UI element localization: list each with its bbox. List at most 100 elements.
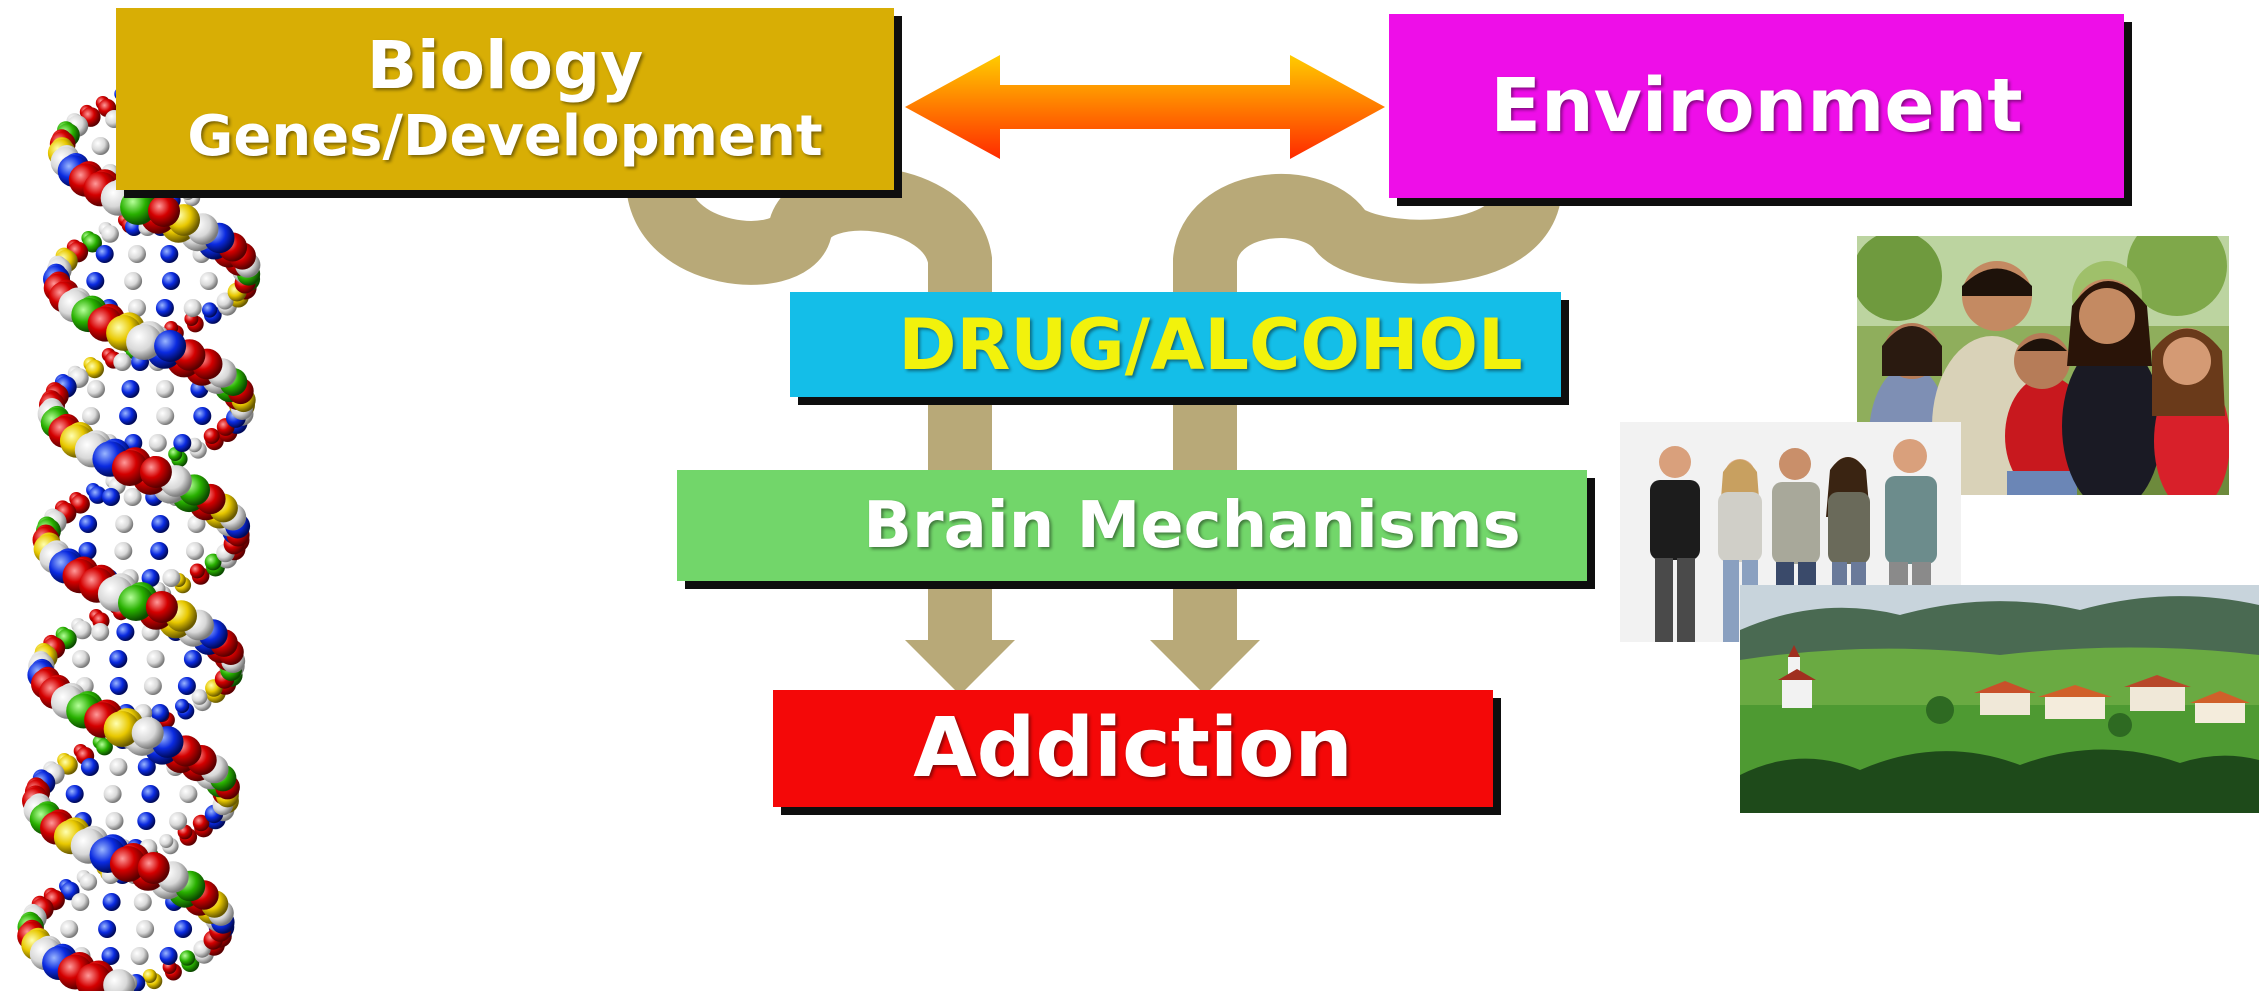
helix-atom bbox=[186, 542, 204, 560]
right-connector-curve bbox=[1173, 174, 1562, 660]
helix-atom bbox=[79, 515, 98, 533]
helix-atom bbox=[189, 563, 205, 579]
helix-atom bbox=[191, 689, 208, 705]
helix-atom bbox=[105, 812, 124, 830]
helix-atom bbox=[156, 407, 175, 425]
helix-atom bbox=[159, 834, 174, 848]
helix-atom bbox=[143, 677, 162, 695]
helix-atom bbox=[128, 299, 146, 317]
helix-atom bbox=[113, 353, 132, 371]
helix-atom bbox=[115, 515, 134, 533]
helix-atom bbox=[82, 407, 100, 425]
helix-atom bbox=[95, 245, 114, 263]
helix-atom bbox=[109, 677, 128, 695]
helix-atom bbox=[103, 969, 135, 991]
helix-atom bbox=[137, 758, 156, 776]
helix-atom bbox=[75, 963, 112, 991]
helix-atom bbox=[91, 137, 110, 155]
right-down-arrowhead bbox=[1150, 640, 1260, 695]
helix-atom bbox=[177, 677, 196, 695]
dna-helix-image bbox=[17, 80, 267, 991]
addiction-label: Addiction bbox=[913, 701, 1353, 796]
helix-atom bbox=[101, 947, 120, 965]
helix-atom bbox=[79, 873, 98, 891]
helix-atom bbox=[137, 812, 156, 830]
helix-atom bbox=[155, 299, 174, 317]
helix-atom bbox=[85, 359, 105, 379]
helix-atom bbox=[118, 585, 154, 621]
brain-mechanisms-label: Brain Mechanisms bbox=[863, 488, 1521, 563]
helix-atom bbox=[65, 785, 84, 803]
helix-atom bbox=[103, 785, 122, 803]
helix-atom bbox=[160, 245, 179, 263]
helix-atom bbox=[123, 488, 142, 506]
left-connector-curve bbox=[626, 166, 992, 660]
helix-atom bbox=[126, 324, 163, 360]
helix-atom bbox=[142, 969, 157, 983]
helix-atom bbox=[98, 920, 117, 938]
biology-title: Biology bbox=[366, 27, 644, 104]
helix-atom bbox=[102, 488, 120, 506]
helix-atom bbox=[192, 814, 210, 832]
helix-atom bbox=[156, 380, 174, 398]
helix-atom bbox=[78, 542, 97, 560]
helix-atom bbox=[154, 330, 187, 362]
helix-atom bbox=[130, 947, 149, 965]
brain-mechanisms-box: Brain Mechanisms bbox=[677, 470, 1587, 581]
helix-atom bbox=[133, 893, 152, 911]
helix-atom bbox=[80, 758, 99, 776]
helix-atom bbox=[109, 650, 128, 668]
helix-atom bbox=[111, 450, 148, 486]
helix-atom bbox=[151, 704, 169, 722]
helix-atom bbox=[137, 852, 170, 884]
helix-atom bbox=[173, 434, 192, 452]
helix-atom bbox=[151, 515, 170, 533]
helix-atom bbox=[83, 233, 102, 253]
helix-atom bbox=[162, 569, 181, 587]
helix-atom bbox=[159, 947, 178, 965]
environment-label: Environment bbox=[1490, 63, 2023, 149]
helix-atom bbox=[86, 272, 105, 290]
helix-atom bbox=[203, 428, 220, 444]
helix-atom bbox=[179, 950, 196, 966]
helix-atom bbox=[114, 542, 133, 560]
drug-alcohol-box: DRUG/ALCOHOL bbox=[790, 292, 1561, 397]
helix-atom bbox=[109, 758, 128, 776]
biology-subtitle: Genes/Development bbox=[187, 104, 823, 169]
helix-atom bbox=[150, 542, 169, 560]
helix-atom bbox=[199, 272, 218, 290]
helix-atom bbox=[121, 380, 140, 398]
helix-atom bbox=[169, 812, 188, 830]
double-arrow bbox=[905, 55, 1385, 159]
helix-atom bbox=[120, 189, 157, 225]
helix-atom bbox=[116, 623, 135, 641]
helix-atom bbox=[128, 245, 146, 263]
helix-atom bbox=[102, 893, 121, 911]
helix-atom bbox=[141, 785, 160, 803]
helix-atom bbox=[202, 302, 218, 318]
helix-atom bbox=[179, 785, 198, 803]
helix-atom bbox=[145, 591, 178, 623]
helix-atom bbox=[72, 650, 90, 668]
helix-atom bbox=[60, 920, 79, 938]
helix-atom bbox=[124, 272, 143, 290]
helix-atom bbox=[88, 486, 107, 504]
helix-atom bbox=[71, 893, 90, 911]
helix-atom bbox=[101, 225, 119, 243]
helix-atom bbox=[136, 920, 155, 938]
helix-atom bbox=[139, 456, 172, 488]
helix-atom bbox=[174, 920, 193, 938]
addiction-box: Addiction bbox=[773, 690, 1493, 807]
helix-atom bbox=[119, 407, 138, 425]
helix-atom bbox=[183, 650, 202, 668]
helix-atom bbox=[87, 380, 105, 398]
helix-atom bbox=[183, 299, 202, 317]
helix-atom bbox=[131, 717, 164, 749]
drug-alcohol-label: DRUG/ALCOHOL bbox=[898, 303, 1523, 386]
helix-atom bbox=[148, 195, 180, 227]
helix-atom bbox=[162, 272, 180, 290]
helix-atom bbox=[141, 569, 160, 587]
helix-atom bbox=[91, 623, 110, 641]
helix-atom bbox=[109, 846, 146, 882]
